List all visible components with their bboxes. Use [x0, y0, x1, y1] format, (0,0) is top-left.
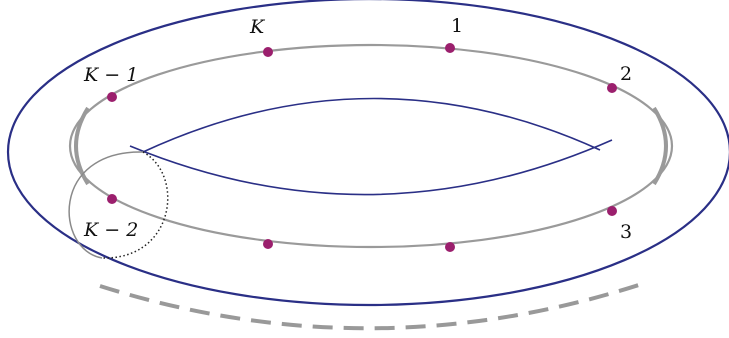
- site-ring: [68, 43, 674, 249]
- site-dot-K-minus-1: [107, 92, 117, 102]
- label-site-K-minus-2: K − 2: [83, 219, 138, 241]
- site-dot-2: [607, 83, 617, 93]
- torus-outer-outline: [7, 0, 729, 307]
- site-dot-3: [607, 206, 617, 216]
- meridian-loop-front: [68, 151, 144, 259]
- meridian-loop-back: [101, 151, 169, 259]
- torus-hole-upper: [142, 97, 601, 153]
- site-dot-bottom-right: [445, 242, 455, 252]
- label-site-2: 2: [620, 63, 632, 85]
- label-site-K: K: [249, 16, 266, 38]
- label-site-3: 3: [620, 221, 632, 243]
- site-dot-bottom-left: [263, 239, 273, 249]
- site-dot-K: [263, 47, 273, 57]
- site-dot-K-minus-2: [107, 194, 117, 204]
- torus-hidden-edge: [99, 281, 646, 331]
- label-site-K-minus-1: K − 1: [83, 64, 138, 86]
- label-site-1: 1: [451, 15, 463, 37]
- site-ring-right-edge: [652, 106, 668, 186]
- site-dot-1: [445, 43, 455, 53]
- torus-hole-lower: [129, 139, 613, 196]
- site-ring-left-edge: [74, 106, 90, 186]
